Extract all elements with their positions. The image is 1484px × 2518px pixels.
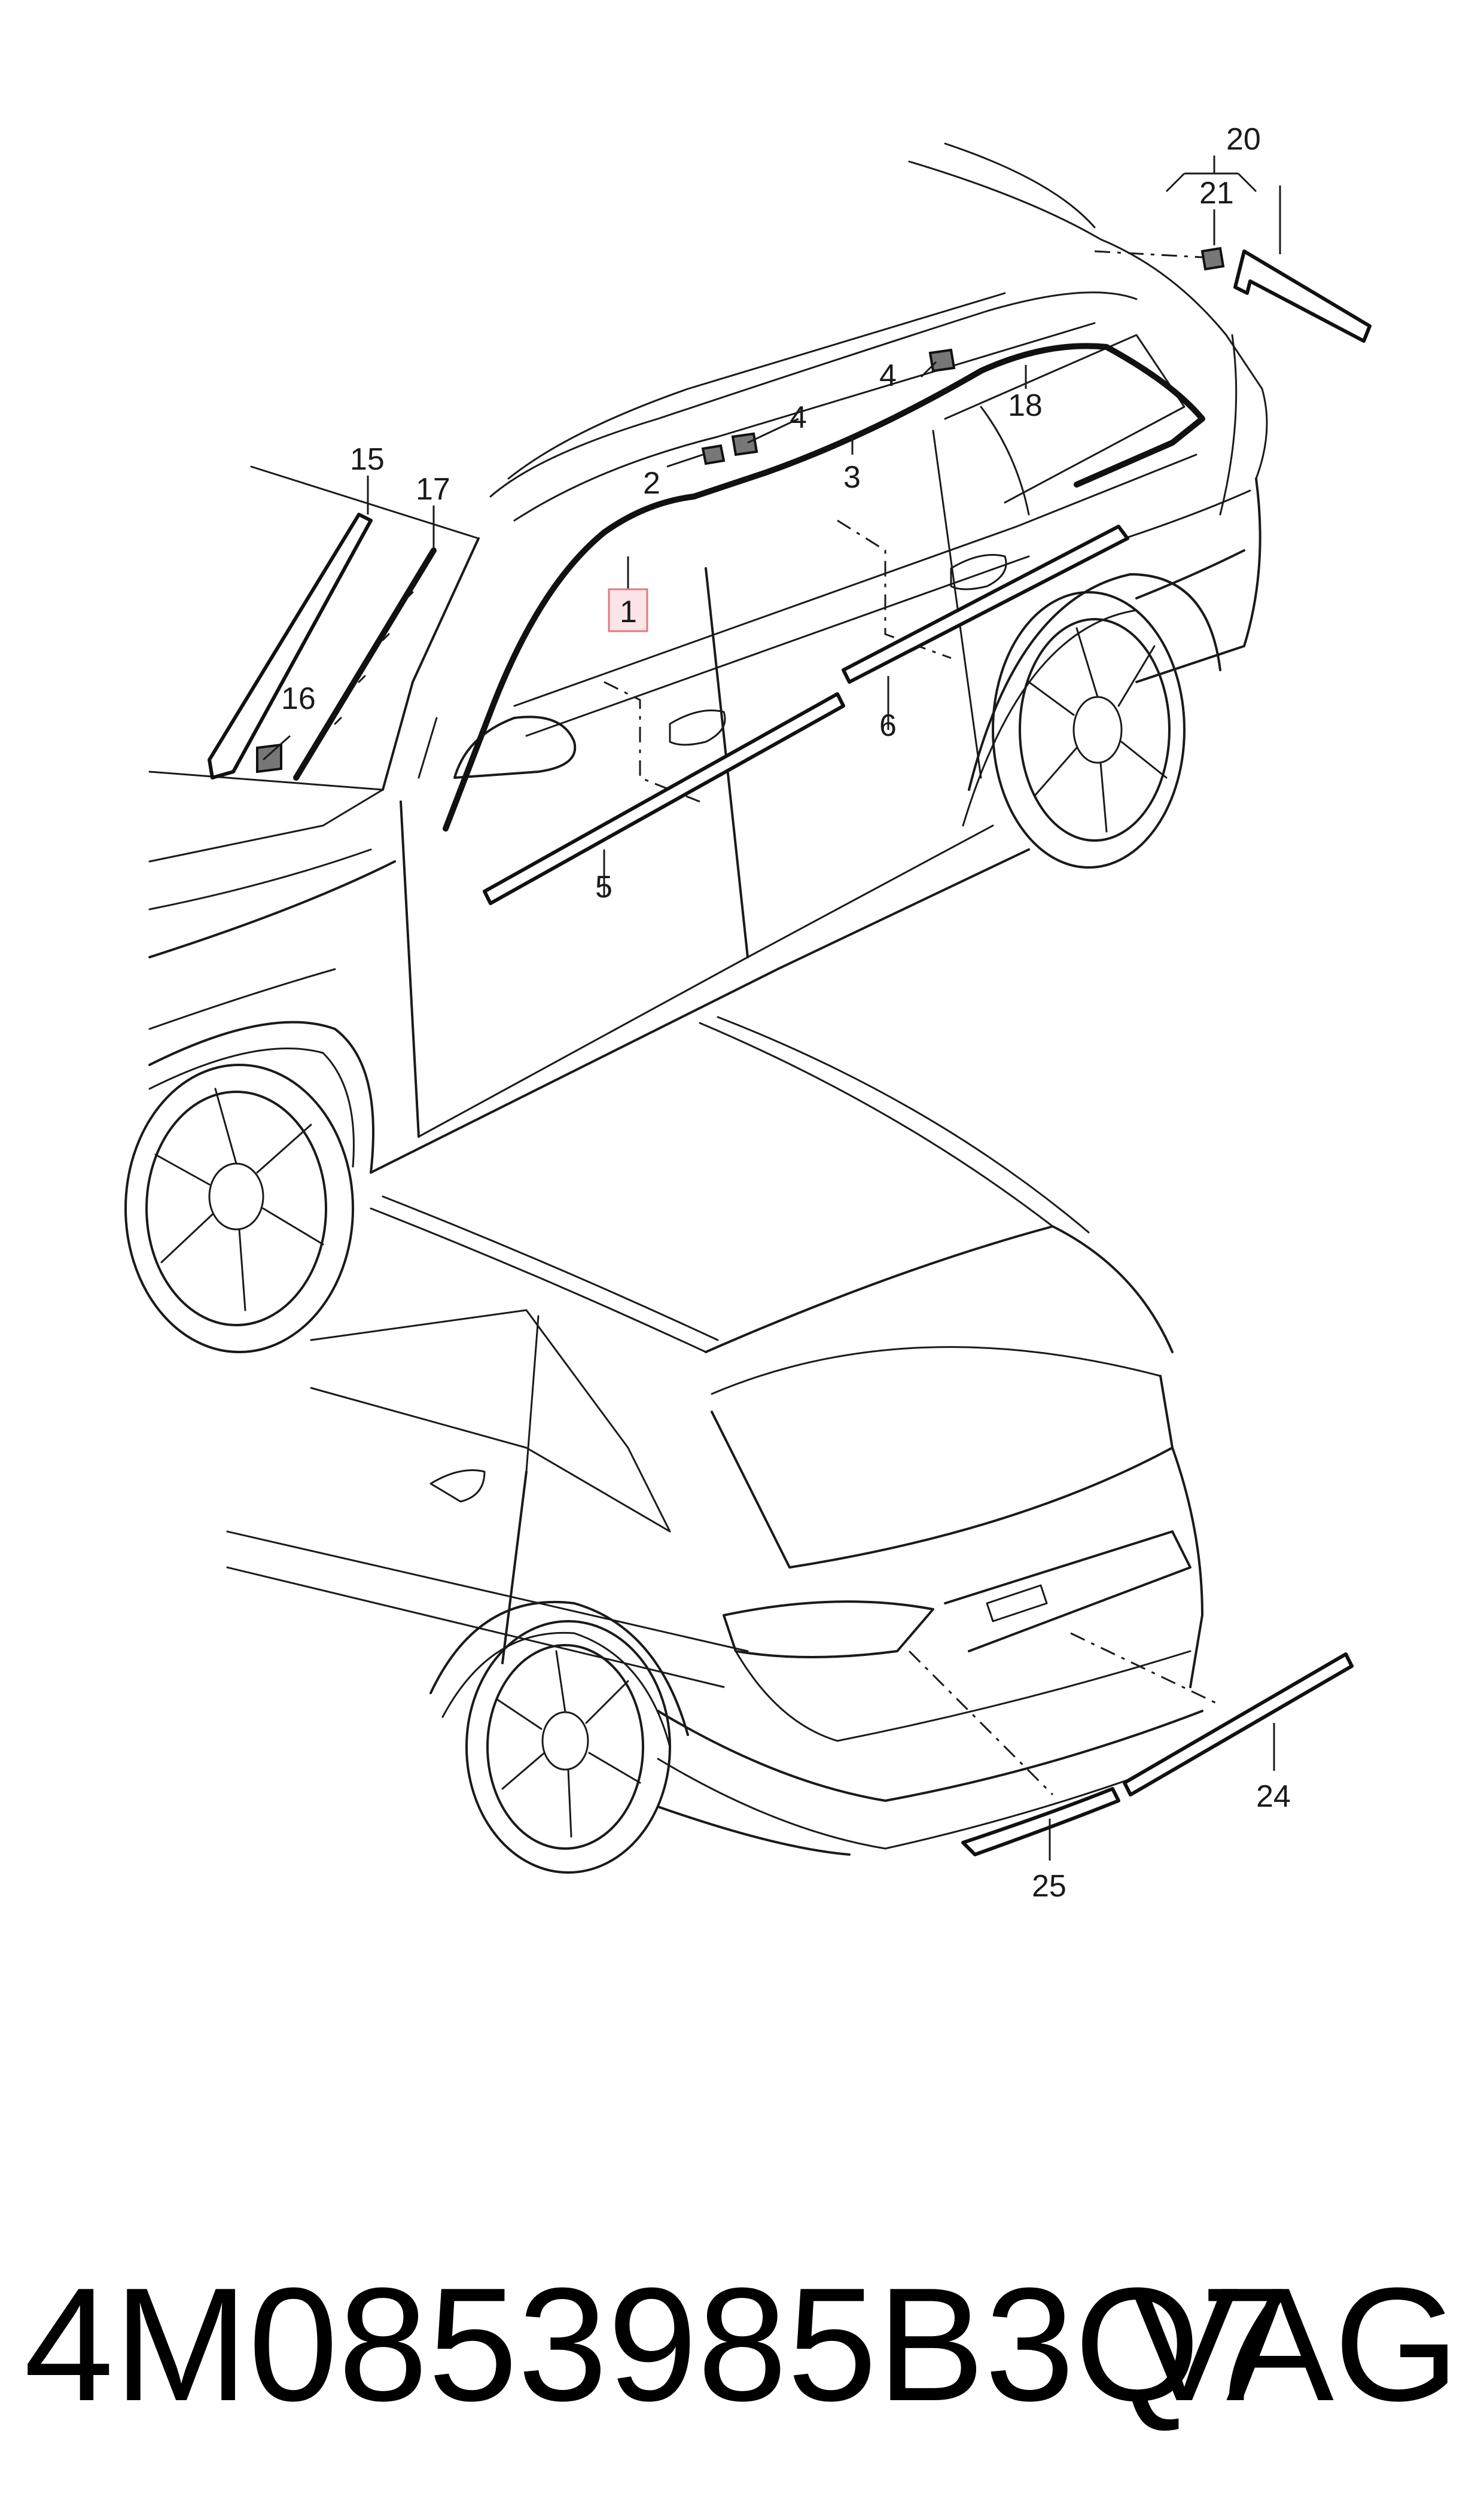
part-6-door-strip <box>842 525 1129 684</box>
callout-17: 17 <box>416 472 450 507</box>
part-3-roof-trim <box>763 368 984 476</box>
callout-25: 25 <box>1032 1869 1066 1904</box>
upper-rear-wheel <box>992 591 1186 869</box>
callout-1-highlight <box>608 588 648 632</box>
part-15-pillar-trim <box>208 513 373 780</box>
callout-leaders <box>263 156 1281 1861</box>
part-21-bracket <box>1200 246 1225 271</box>
part-2-clip <box>701 444 726 465</box>
callout-6: 6 <box>879 708 897 743</box>
callout-5: 5 <box>595 870 613 905</box>
part-16-clip <box>256 743 282 774</box>
callout-labels: 1 2 3 4 4 5 6 15 16 17 18 20 21 24 25 <box>281 122 1291 1904</box>
part-4-clip-a <box>731 432 758 456</box>
callout-1: 1 <box>620 595 637 629</box>
callout-20: 20 <box>1226 122 1261 157</box>
part-5-door-strip <box>483 692 845 905</box>
callout-15: 15 <box>350 442 385 477</box>
upper-front-wheel <box>124 1021 374 1353</box>
lower-vehicle-outline <box>226 1016 1203 1856</box>
callout-2: 2 <box>643 466 660 501</box>
footer-caption: 4M0853985B3Q7 VAG <box>24 2249 1459 2441</box>
callout-24: 24 <box>1256 1779 1291 1814</box>
callout-18: 18 <box>1008 388 1043 423</box>
callout-16: 16 <box>281 681 316 716</box>
part-25-bumper-strip <box>961 1787 1120 1856</box>
callout-21: 21 <box>1199 176 1234 211</box>
callout-4b: 4 <box>879 358 897 393</box>
part-18-rear-window-trim <box>978 343 1205 488</box>
part-4-clip-b <box>928 348 956 373</box>
part-number: 4M0853985B3Q7 <box>24 2255 1290 2435</box>
lower-rear-wheel <box>465 1620 671 1874</box>
upper-vehicle-outline <box>148 142 1268 1174</box>
part-17-pillar-strip <box>293 547 437 781</box>
callout-4a: 4 <box>790 400 807 435</box>
brand-label: VAG <box>1130 2255 1459 2435</box>
part-24-bumper-strip <box>1123 1652 1354 1797</box>
part-1-window-trim <box>443 470 769 832</box>
callout-3: 3 <box>843 460 861 495</box>
part-20-spoiler-trim <box>1233 249 1372 343</box>
